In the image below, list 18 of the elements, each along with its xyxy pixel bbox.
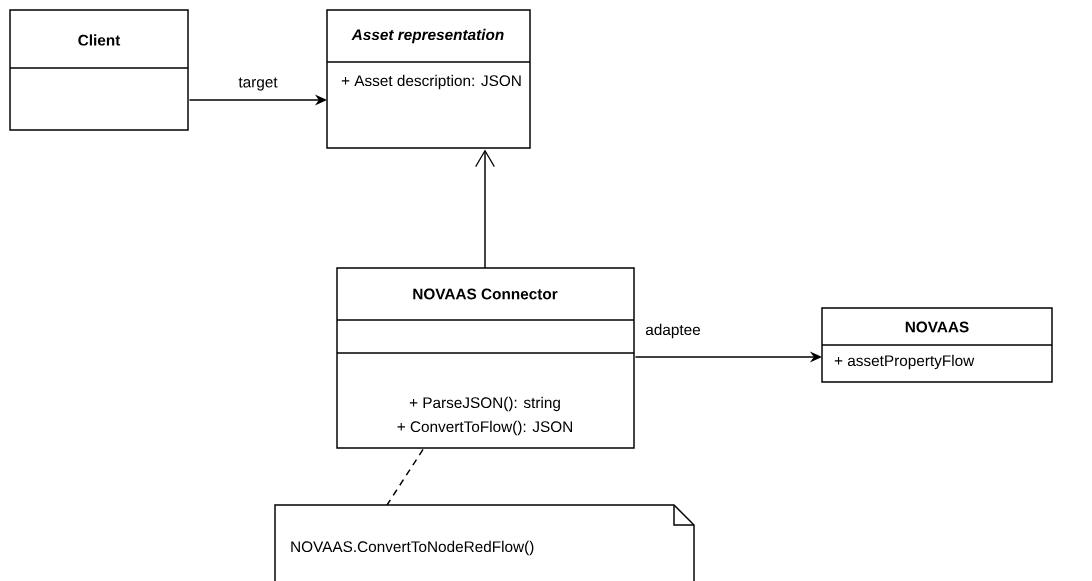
method-text: + ConvertToFlow(): JSON	[397, 420, 572, 436]
class-name: Asset representation	[351, 28, 504, 44]
class-box	[9, 9, 189, 131]
class-box	[326, 9, 531, 149]
arrow	[475, 149, 495, 269]
class-box	[336, 267, 635, 449]
attribute-text: + assetPropertyFlow	[834, 354, 975, 370]
class-name: Client	[78, 34, 121, 46]
note-text: NOVAAS.ConvertToNodeRedFlow()	[291, 540, 534, 556]
class-box	[821, 307, 1053, 383]
class-name: NOVAAS	[905, 321, 969, 333]
note-box	[274, 504, 695, 581]
edge-label: target	[237, 76, 279, 92]
method-text: + ParseJSON(): string	[409, 396, 560, 412]
attribute-text: + Asset description: JSON	[341, 74, 521, 90]
dashed-line	[386, 448, 424, 506]
class-name: NOVAAS Connector	[413, 288, 558, 300]
edge-label: adaptee	[643, 322, 703, 340]
